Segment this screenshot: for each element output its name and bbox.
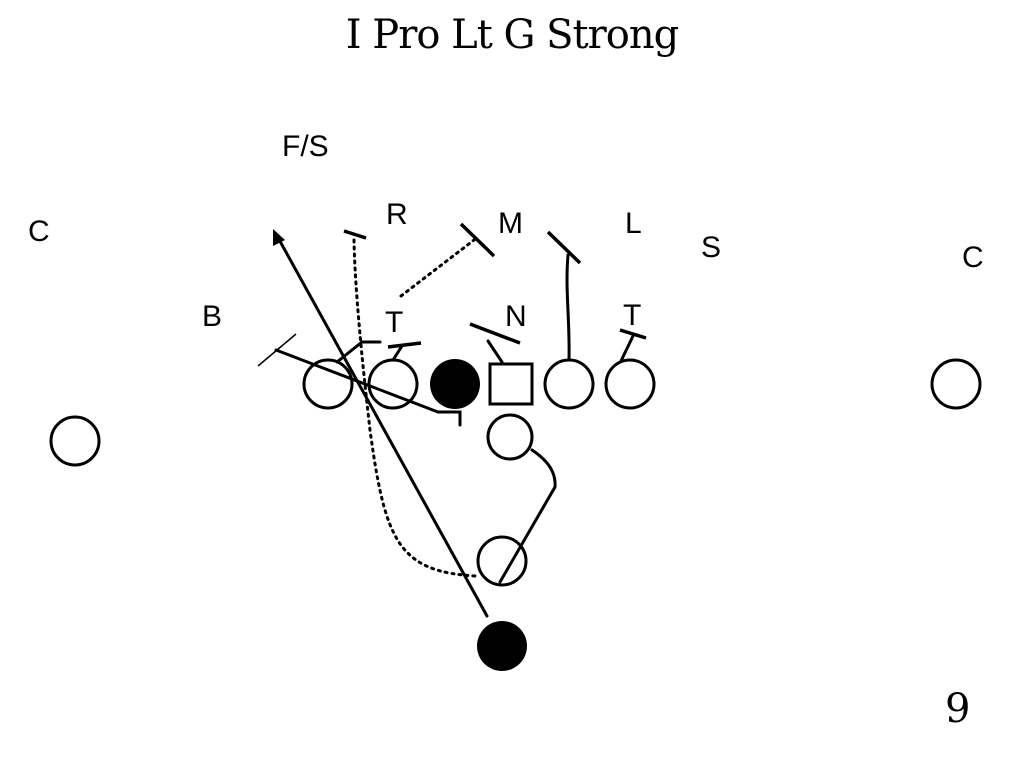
lb-l-mark [546,230,582,265]
split-end-left [49,415,101,467]
mike-mark [459,222,496,258]
quarterback-path [498,448,557,584]
corner-left-label: C [28,215,50,248]
right-tackle [604,358,656,410]
mike-label: M [498,207,523,240]
tackle-right-label: T [623,299,642,332]
strong-safety-label: S [701,231,722,264]
center [488,362,534,406]
flanker-right [930,358,982,410]
quarterback [486,413,534,461]
tailback-ball-carrier [477,621,527,671]
lb-l-label: L [625,207,642,240]
slide-number: 9 [945,686,971,732]
play-title: I Pro Lt G Strong [345,12,679,58]
tackle-right-mark [619,328,647,340]
free-safety-label: F/S [282,130,329,163]
nose-label: N [505,300,527,333]
left-tackle [302,358,354,410]
left-tackle-block [335,340,382,364]
pulling-guard-highlighted [430,359,480,409]
rover-mark [343,229,367,240]
corner-right-label: C [962,241,984,274]
backer-label: B [202,300,223,333]
right-guard [543,358,595,410]
nose-mark [469,322,521,345]
tackle-left-mark [387,341,422,349]
right-tackle-block [619,334,635,363]
tailback-run-path [274,232,489,618]
guard-to-mike-path [399,238,476,298]
run-arrowhead [273,229,285,246]
fullback-lead-path [352,238,478,578]
rover-label: R [386,198,408,231]
center-block [486,339,504,364]
fullback [476,535,528,587]
tackle-left-label: T [385,306,404,339]
left-guard-block [391,344,404,362]
right-guard-climb [565,253,571,362]
